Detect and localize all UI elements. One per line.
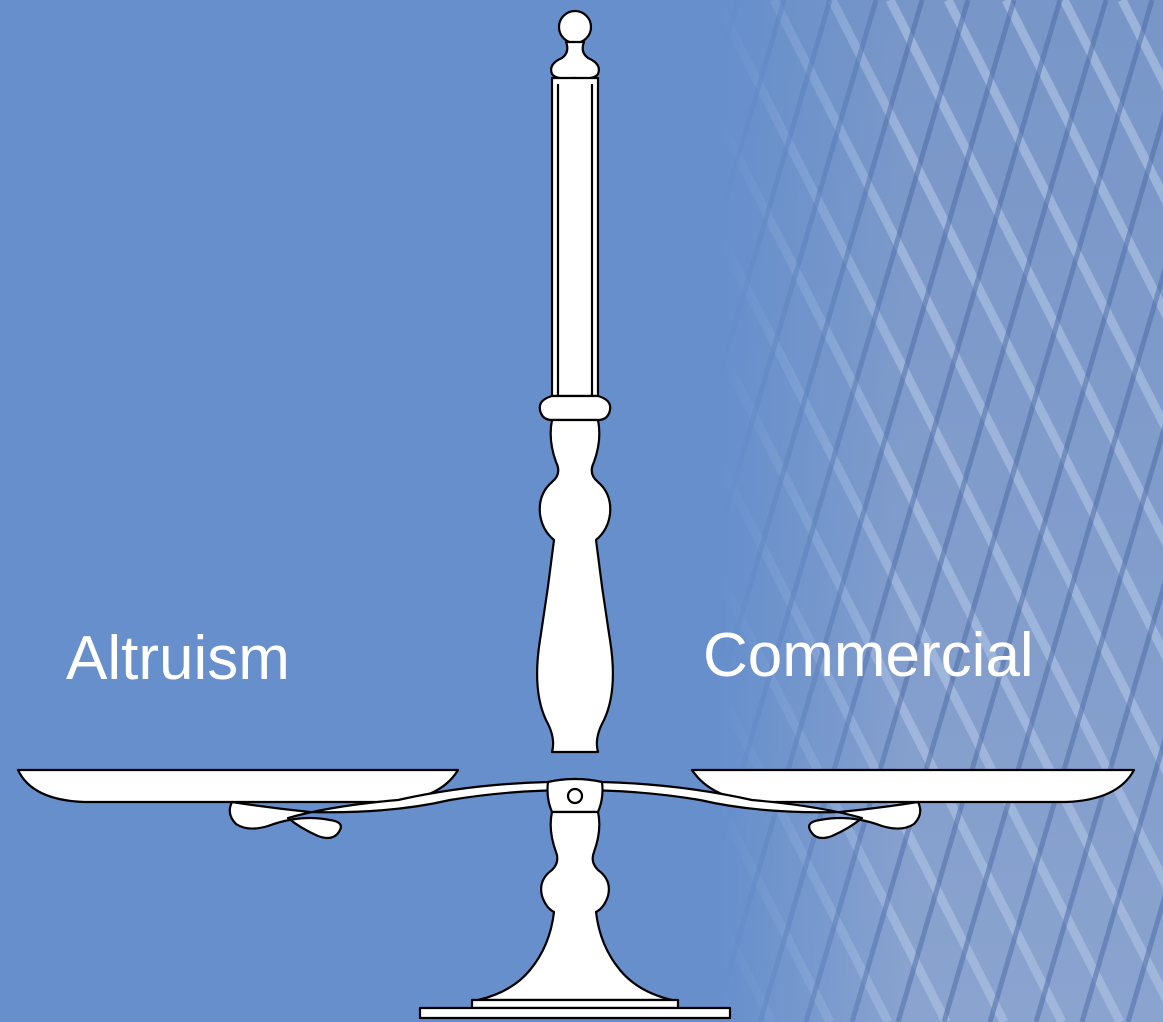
altruism-label: Altruism [66, 628, 290, 690]
commercial-label: Commercial [703, 625, 1034, 687]
